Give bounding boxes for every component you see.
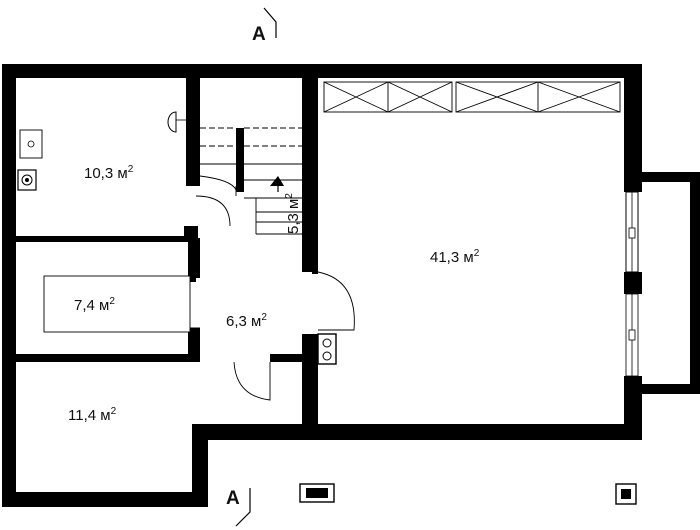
room-label-lower-left: 11,4 м2	[68, 406, 117, 424]
wall-int-mid	[188, 238, 200, 278]
wall-int-main-lower	[302, 334, 318, 440]
section-mark-top: A	[252, 7, 277, 45]
stair-lines	[195, 127, 302, 235]
interior-walls	[16, 64, 318, 440]
sink-icon	[19, 129, 43, 159]
room-label-main: 41,3 м2	[430, 248, 480, 266]
door-arc-stair	[195, 195, 231, 227]
section-line-bottom	[235, 488, 251, 527]
wall-int-h1	[16, 236, 192, 242]
bench	[43, 275, 191, 333]
wall-bottom-step	[192, 424, 208, 507]
wall-bottom	[192, 424, 642, 440]
stair-arrow-icon	[270, 176, 284, 186]
terrace-frame	[638, 172, 700, 394]
wall-right-lower	[624, 376, 642, 440]
stove-icon	[317, 333, 337, 365]
wall-int-h2	[16, 354, 198, 362]
wall-bottom-left	[2, 492, 208, 507]
wall-int-upper	[186, 64, 200, 186]
room-label-hall: 6,3 м2	[226, 312, 267, 330]
wall-right-upper	[624, 64, 642, 192]
stair-wall	[236, 128, 244, 192]
door-arc-bottom	[233, 361, 271, 401]
wall-left	[2, 64, 16, 507]
section-mark-bottom: A	[226, 488, 251, 527]
wall-int-mid2	[188, 328, 200, 362]
cabinet-row	[323, 81, 621, 113]
wall-top	[2, 64, 642, 78]
outer-walls	[2, 64, 642, 507]
wall-int-main	[302, 64, 318, 272]
room-label-middle-left: 7,4 м2	[74, 296, 115, 314]
bay-window	[625, 172, 700, 394]
toilet-icon	[167, 111, 177, 133]
wall-int-h3	[270, 354, 302, 362]
section-line-top	[263, 7, 277, 38]
room-label-stair: 5,3 м2	[284, 193, 302, 234]
section-label-bottom: A	[226, 488, 240, 509]
section-label-top: A	[252, 24, 266, 45]
bathroom-fixtures	[17, 111, 186, 191]
wall-right-mid	[624, 272, 642, 294]
room-label-upper-left: 10,3 м2	[84, 164, 134, 182]
door-arc-right	[317, 271, 355, 331]
